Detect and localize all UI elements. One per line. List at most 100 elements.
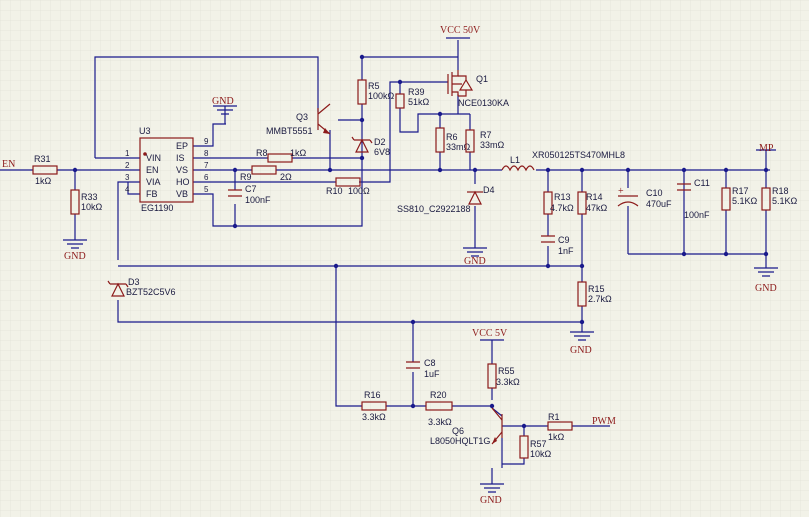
svg-text:EP: EP bbox=[176, 141, 188, 151]
svg-text:R1: R1 bbox=[548, 412, 560, 422]
r17-resistor: R17 5.1KΩ bbox=[721, 186, 758, 211]
q1-mosfet: Q1 NCE0130KA bbox=[447, 70, 509, 108]
vcc50-port: VCC 50V bbox=[440, 25, 481, 39]
svg-text:D3: D3 bbox=[128, 277, 140, 287]
svg-text:GND: GND bbox=[755, 283, 777, 294]
svg-text:8: 8 bbox=[204, 149, 209, 158]
svg-text:R8: R8 bbox=[256, 148, 268, 158]
svg-text:D2: D2 bbox=[374, 137, 386, 147]
svg-text:NCE0130KA: NCE0130KA bbox=[458, 98, 509, 108]
svg-text:C10: C10 bbox=[646, 188, 663, 198]
gnd-symbol-top: GND bbox=[212, 96, 237, 124]
q6-npn-transistor: Q6 L8050HQLT1G bbox=[430, 407, 503, 446]
svg-text:GND: GND bbox=[212, 96, 234, 107]
svg-text:1kΩ: 1kΩ bbox=[35, 176, 52, 186]
svg-text:10kΩ: 10kΩ bbox=[81, 202, 103, 212]
svg-text:R5: R5 bbox=[368, 81, 380, 91]
svg-text:1: 1 bbox=[125, 149, 130, 158]
q3-npn-transistor: Q3 MMBT5551 bbox=[266, 103, 331, 136]
svg-text:C11: C11 bbox=[694, 178, 710, 188]
svg-text:6V8: 6V8 bbox=[374, 147, 390, 157]
svg-text:47kΩ: 47kΩ bbox=[586, 203, 608, 213]
r55-resistor: R55 3.3kΩ bbox=[487, 363, 520, 389]
l1-inductor: L1 XR050125TS470MHL8 bbox=[501, 150, 625, 172]
junctions bbox=[72, 54, 769, 429]
svg-text:1kΩ: 1kΩ bbox=[290, 148, 307, 158]
svg-text:100nF: 100nF bbox=[684, 210, 710, 220]
svg-text:R18: R18 bbox=[772, 186, 789, 196]
r33-resistor: R33 10kΩ bbox=[70, 189, 103, 215]
svg-text:GND: GND bbox=[64, 251, 86, 262]
r15-resistor: R15 2.7kΩ bbox=[577, 281, 612, 307]
svg-text:3: 3 bbox=[125, 173, 130, 182]
svg-text:VIN: VIN bbox=[146, 153, 161, 163]
svg-text:33mΩ: 33mΩ bbox=[446, 142, 471, 152]
c7-capacitor: C7 100nF bbox=[228, 184, 271, 205]
svg-text:R14: R14 bbox=[586, 192, 603, 202]
r7-resistor: R7 33mΩ bbox=[465, 129, 505, 153]
svg-text:100Ω: 100Ω bbox=[348, 186, 370, 196]
svg-text:Q1: Q1 bbox=[476, 74, 488, 84]
d2-zener: D2 6V8 bbox=[351, 136, 390, 157]
svg-text:3.3kΩ: 3.3kΩ bbox=[362, 412, 386, 422]
r9-resistor: R9 2Ω bbox=[240, 165, 292, 182]
r31-resistor: R31 1kΩ bbox=[32, 154, 58, 186]
r14-resistor: R14 47kΩ bbox=[577, 191, 608, 215]
u3-part: EG1190 bbox=[141, 203, 173, 213]
svg-text:1uF: 1uF bbox=[424, 369, 440, 379]
svg-text:4.7kΩ: 4.7kΩ bbox=[550, 203, 574, 213]
svg-text:10kΩ: 10kΩ bbox=[530, 449, 552, 459]
svg-text:VS: VS bbox=[176, 165, 188, 175]
mp-label: MP bbox=[759, 143, 774, 154]
gnd-symbol-q6: GND bbox=[480, 483, 504, 506]
svg-text:5: 5 bbox=[204, 185, 209, 194]
svg-text:R17: R17 bbox=[732, 186, 749, 196]
svg-text:Q3: Q3 bbox=[296, 112, 308, 122]
svg-text:R39: R39 bbox=[408, 87, 425, 97]
svg-text:51kΩ: 51kΩ bbox=[408, 97, 430, 107]
svg-text:4: 4 bbox=[125, 185, 130, 194]
svg-text:9: 9 bbox=[204, 137, 209, 146]
r10-resistor: R10 100Ω bbox=[326, 177, 370, 196]
svg-text:R13: R13 bbox=[554, 192, 571, 202]
svg-text:470uF: 470uF bbox=[646, 199, 672, 209]
d4-schottky: D4 SS810_C2922188 bbox=[397, 185, 495, 214]
c8-capacitor: C8 1uF bbox=[406, 358, 440, 379]
svg-text:5.1KΩ: 5.1KΩ bbox=[772, 196, 798, 206]
svg-text:FB: FB bbox=[146, 189, 158, 199]
svg-text:R10: R10 bbox=[326, 186, 343, 196]
vcc5-label: VCC 5V bbox=[472, 328, 508, 339]
svg-text:IS: IS bbox=[176, 153, 185, 163]
vcc50-label: VCC 50V bbox=[440, 25, 481, 36]
r20-resistor: R20 3.3kΩ bbox=[425, 390, 453, 427]
svg-text:GND: GND bbox=[480, 495, 502, 506]
r5-resistor: R5 100kΩ bbox=[357, 79, 395, 105]
svg-text:VIA: VIA bbox=[146, 177, 161, 187]
svg-text:R57: R57 bbox=[530, 439, 547, 449]
svg-text:2.7kΩ: 2.7kΩ bbox=[588, 294, 612, 304]
svg-text:1nF: 1nF bbox=[558, 246, 574, 256]
svg-text:GND: GND bbox=[464, 256, 486, 267]
r18-resistor: R18 5.1KΩ bbox=[761, 186, 798, 211]
svg-text:Q6: Q6 bbox=[452, 426, 464, 436]
gnd-symbol-output: GND bbox=[754, 267, 778, 294]
svg-text:EN: EN bbox=[146, 165, 159, 175]
r39-resistor: R39 51kΩ bbox=[395, 87, 430, 109]
svg-text:R6: R6 bbox=[446, 132, 458, 142]
pwm-net-label: PWM bbox=[592, 416, 616, 427]
svg-text:L8050HQLT1G: L8050HQLT1G bbox=[430, 436, 490, 446]
c9-capacitor: C9 1nF bbox=[541, 235, 574, 256]
svg-text:SS810_C2922188: SS810_C2922188 bbox=[397, 204, 471, 214]
svg-text:R15: R15 bbox=[588, 284, 605, 294]
svg-text:3.3kΩ: 3.3kΩ bbox=[496, 377, 520, 387]
svg-text:C9: C9 bbox=[558, 235, 570, 245]
r6-resistor: R6 33mΩ bbox=[435, 127, 471, 153]
svg-text:XR050125TS470MHL8: XR050125TS470MHL8 bbox=[532, 150, 625, 160]
vcc5-port: VCC 5V bbox=[472, 328, 508, 341]
svg-text:R20: R20 bbox=[430, 390, 447, 400]
svg-text:MMBT5551: MMBT5551 bbox=[266, 126, 313, 136]
svg-text:5.1KΩ: 5.1KΩ bbox=[732, 196, 758, 206]
wires bbox=[0, 40, 770, 484]
